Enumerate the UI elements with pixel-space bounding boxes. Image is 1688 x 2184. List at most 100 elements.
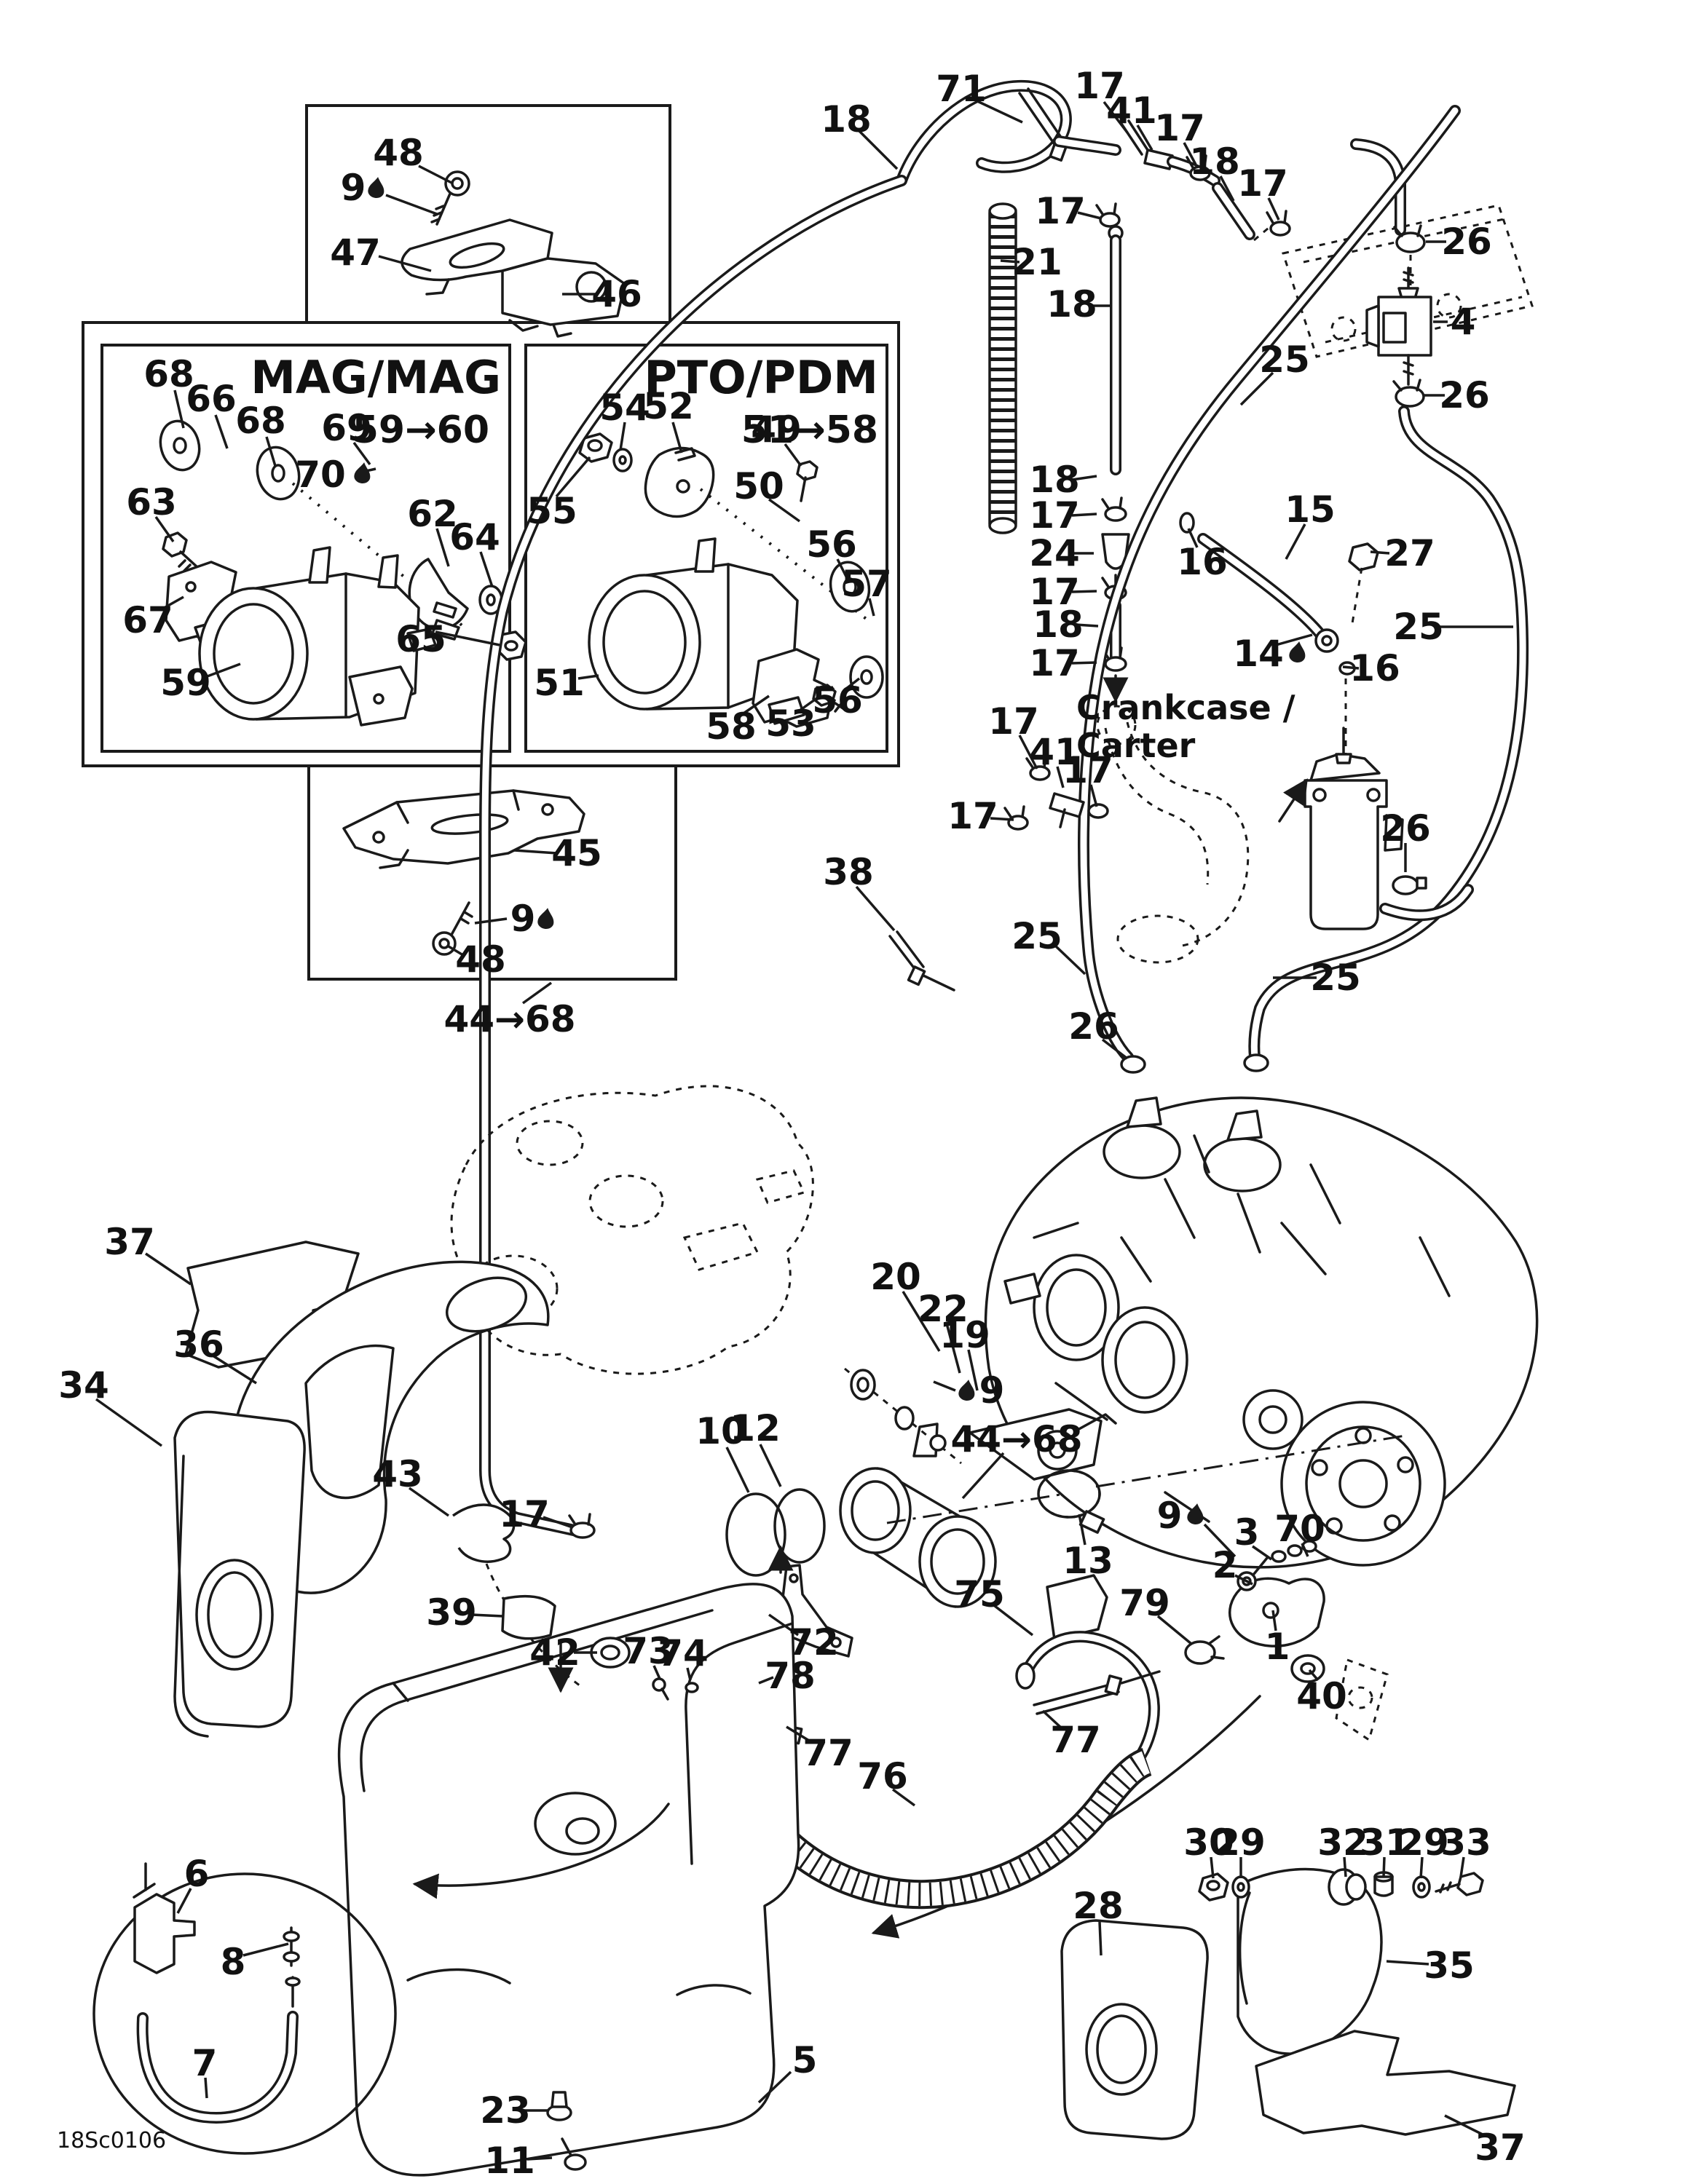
leader-14: [1275, 633, 1313, 646]
conduit-21-sketch: [988, 202, 1017, 534]
pto-box-range: 51→58: [741, 408, 878, 452]
callout-16-55: 16: [1349, 647, 1400, 689]
callout-10-79: 10: [695, 1410, 746, 1452]
callout-74-86: 74: [658, 1632, 709, 1674]
callout-18-34: 18: [821, 98, 872, 141]
callout-68-4: 68: [143, 353, 194, 395]
leader-17: [1077, 211, 1102, 220]
leader-17: [1071, 590, 1097, 593]
crankcase-label-line2: Carter: [1076, 726, 1196, 765]
leader-77: [786, 1725, 813, 1744]
callout-65-13: 65: [395, 618, 446, 660]
leader-18: [1071, 475, 1097, 481]
callout-44→68-29: 44→68: [443, 998, 575, 1040]
leader-51: [577, 674, 599, 680]
callout-25-40: 25: [1259, 339, 1310, 381]
callout-18-39: 18: [1046, 283, 1097, 325]
leader-17: [1071, 513, 1097, 517]
vent-hose-sketch: [896, 79, 1291, 242]
callout-9-1: 9: [341, 167, 366, 209]
leader-68: [265, 436, 277, 467]
callout-31-105: 31: [1360, 1821, 1411, 1864]
callout-51-22: 51: [534, 662, 585, 704]
drawing-code: 18Sc0106: [57, 2128, 166, 2153]
leader-49: [784, 443, 802, 467]
mount-hardware-sketch: [844, 1367, 962, 1465]
callout-34-94: 34: [58, 1364, 109, 1406]
callout-25-62: 25: [1011, 915, 1062, 957]
leader-59: [205, 662, 241, 678]
callout-58-23: 58: [706, 705, 757, 748]
leader-36: [212, 1354, 257, 1385]
callout-17-49: 17: [1029, 642, 1080, 684]
callout-67-12: 67: [122, 599, 173, 641]
leader-71: [975, 99, 1023, 124]
oil-droplet-icon: [368, 177, 384, 198]
callout-35-108: 35: [1424, 1944, 1475, 1987]
leader-66: [214, 414, 229, 449]
callout-17-31: 17: [1074, 65, 1125, 107]
callout-20-65: 20: [870, 1256, 921, 1298]
leader-74: [686, 1667, 692, 1681]
callout-3-72: 3: [1234, 1511, 1260, 1554]
callout-70-8: 70: [295, 454, 346, 496]
callout-12-80: 12: [730, 1407, 781, 1449]
callout-18-35: 18: [1189, 141, 1240, 183]
callout-17-81: 17: [499, 1493, 550, 1535]
leader-17: [1018, 735, 1038, 769]
hose-18-long: [479, 175, 907, 1536]
callout-56-25: 56: [812, 679, 863, 721]
leader-17: [1183, 142, 1197, 165]
leader-54: [619, 422, 626, 451]
callout-72-87: 72: [788, 1621, 839, 1663]
leader-9: [385, 194, 438, 215]
callout-8-99: 8: [221, 1941, 246, 1983]
leader-44→68: [521, 981, 553, 1005]
callout-17-47: 17: [1029, 571, 1080, 613]
leader-65: [435, 630, 500, 646]
callout-39-83: 39: [426, 1591, 477, 1634]
callout-11-97: 11: [484, 2140, 535, 2182]
callout-7-100: 7: [192, 2042, 218, 2084]
leader-52: [671, 422, 683, 454]
leader-58: [741, 695, 770, 716]
leader-13: [1078, 1514, 1086, 1546]
leader-35: [1386, 1960, 1429, 1966]
callout-26-60: 26: [1380, 807, 1431, 850]
callout-25-64: 25: [1310, 957, 1361, 999]
leader-1: [1271, 1610, 1277, 1631]
callout-76-90: 76: [857, 1755, 908, 1797]
callout-46-3: 46: [591, 273, 642, 315]
callout-77-89: 77: [802, 1732, 853, 1774]
leader-37: [1444, 2114, 1486, 2137]
leader-50: [768, 498, 801, 523]
leader-47: [378, 255, 432, 272]
leader-18: [1075, 623, 1099, 628]
leader-9: [474, 917, 508, 925]
callout-43-82: 43: [372, 1453, 423, 1495]
callout-42-84: 42: [529, 1631, 580, 1674]
leader-75: [993, 1605, 1034, 1637]
engine-sketch: [984, 1096, 1539, 1569]
leader-30: [1210, 1856, 1215, 1879]
callout-5-95: 5: [792, 2039, 818, 2081]
oil-droplet-icon: [1187, 1503, 1204, 1524]
callout-55-19: 55: [526, 490, 577, 532]
callout-48-0: 48: [373, 132, 424, 174]
leader-44→68: [961, 1452, 1005, 1500]
leader-32: [1343, 1856, 1347, 1878]
leader-37: [145, 1252, 192, 1286]
callout-57-21: 57: [841, 563, 892, 605]
crankcase-label-line1: Crankcase /: [1076, 688, 1295, 727]
leader-64: [479, 551, 494, 587]
callout-64-11: 64: [449, 516, 500, 558]
throttle-installed-sketch: [839, 1408, 1406, 1641]
leader-18: [858, 130, 899, 170]
callout-18-44: 18: [1029, 459, 1080, 501]
leader-16: [1342, 665, 1360, 670]
leader-77: [1041, 1709, 1063, 1730]
leader-3: [1252, 1545, 1272, 1561]
mag-throttle-sketch: [159, 419, 527, 727]
callout-17-33: 17: [1154, 107, 1205, 149]
oil-droplet-icon: [354, 462, 371, 483]
